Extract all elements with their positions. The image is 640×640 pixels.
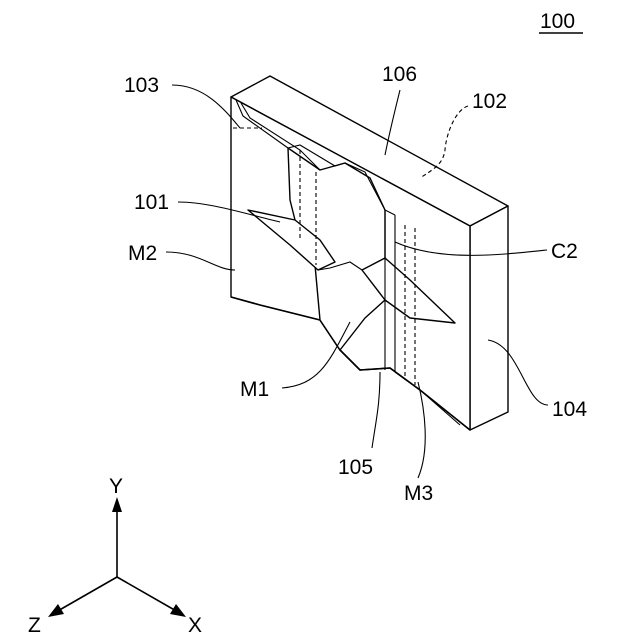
label-C2: C2 bbox=[551, 240, 578, 263]
right-face-104 bbox=[470, 206, 508, 430]
y-axis-arrow-icon bbox=[112, 497, 122, 512]
x-axis-arrow-icon bbox=[170, 604, 186, 617]
coordinate-axes bbox=[48, 497, 186, 617]
label-105: 105 bbox=[338, 456, 373, 479]
leader-103 bbox=[172, 85, 240, 128]
leader-M3 bbox=[418, 382, 425, 478]
figure-reference-number: 100 bbox=[540, 10, 575, 33]
leader-M2 bbox=[166, 252, 235, 270]
axis-label-x: X bbox=[188, 614, 202, 637]
label-101: 101 bbox=[134, 191, 169, 214]
label-102: 102 bbox=[472, 90, 507, 113]
label-104: 104 bbox=[552, 398, 587, 421]
label-M2: M2 bbox=[128, 242, 157, 265]
x-axis-line bbox=[117, 577, 178, 612]
axis-label-z: Z bbox=[28, 614, 41, 637]
component-block bbox=[231, 76, 508, 430]
label-103: 103 bbox=[124, 74, 159, 97]
z-axis-line bbox=[56, 577, 117, 612]
leader-105 bbox=[372, 372, 380, 448]
axis-label-y: Y bbox=[109, 475, 123, 498]
label-106: 106 bbox=[382, 63, 417, 86]
label-M3: M3 bbox=[404, 482, 433, 505]
z-axis-arrow-icon bbox=[48, 604, 64, 617]
label-M1: M1 bbox=[240, 378, 269, 401]
